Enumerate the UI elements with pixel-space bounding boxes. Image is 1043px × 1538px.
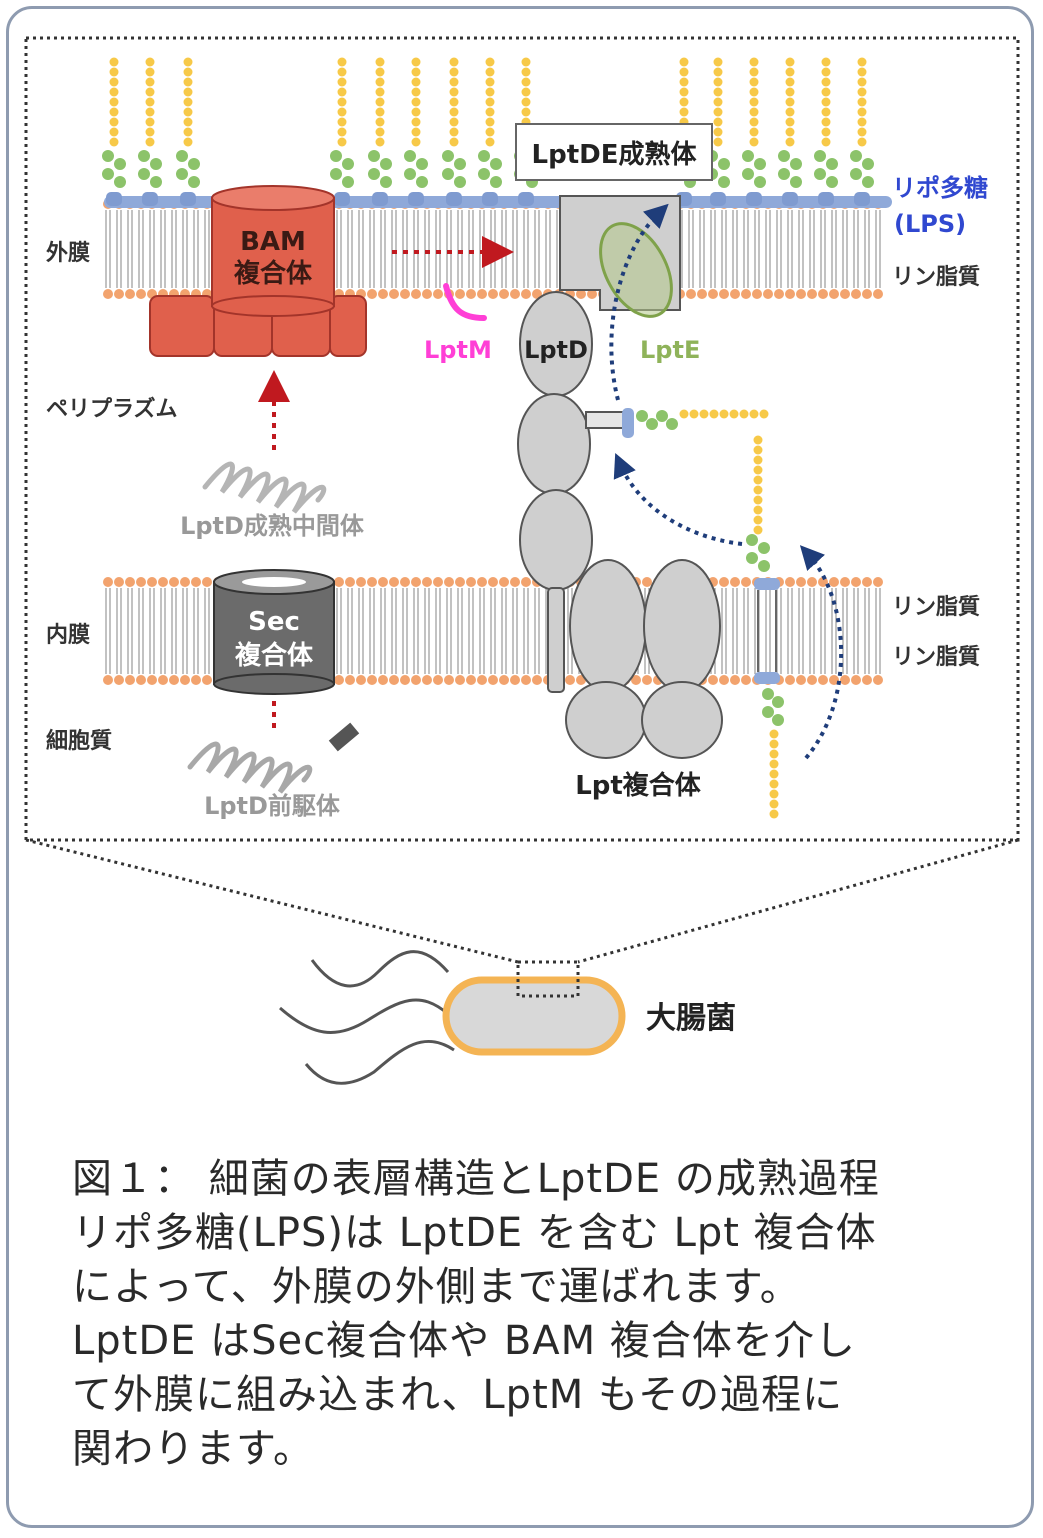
lpt-complex-label: Lpt複合体 (575, 770, 702, 801)
sec-label-line2: 複合体 (235, 640, 314, 671)
lptde-mature-label: LptDE成熟体 (532, 139, 698, 170)
cytoplasm-label: 細胞質 (46, 728, 112, 754)
bam-label-line2: 複合体 (234, 258, 313, 289)
lptd-intermediate-label: LptD成熟中間体 (180, 512, 365, 540)
caption-line-1: 図１： 細菌の表層構造とLptDE の成熟過程 (72, 1156, 880, 1202)
lptd-intermediate-squiggle (202, 461, 327, 514)
lptm-label: LptM (424, 336, 492, 364)
lpt-complex (517, 195, 723, 759)
ecoli-label: 大腸菌 (646, 1001, 736, 1036)
figure-frame (6, 6, 1034, 1528)
lps-abbr-label: (LPS) (894, 210, 966, 238)
lptd-precursor-squiggle (187, 741, 313, 794)
inner-membrane-label: 内膜 (46, 623, 90, 648)
lps-label: リポ多糖 (892, 174, 988, 202)
lptd-label: LptD (524, 336, 588, 364)
bacterial-envelope-diagram: BAM 複合体 Sec 複合体 (24, 36, 1020, 1085)
caption-line-6: 関わります。 (72, 1426, 314, 1472)
inner-phospholipid-label-2: リン脂質 (892, 644, 980, 670)
lps-transport-arrow-bridge (613, 452, 743, 546)
inner-phospholipid-label-1: リン脂質 (892, 594, 980, 620)
sec-complex: Sec 複合体 (213, 569, 335, 695)
sec-label-line1: Sec (248, 607, 300, 637)
flagellum-1 (310, 950, 450, 988)
periplasm-label: ペリプラズム (46, 396, 178, 422)
caption-line-5: て外膜に組み込まれ、LptM もその過程に (72, 1372, 844, 1418)
lptm-shape (443, 283, 487, 321)
flagellum-2 (279, 998, 449, 1034)
ecoli-zoom-region (516, 960, 580, 998)
zoom-line-right (577, 838, 1019, 964)
bam-complex: BAM 複合体 (149, 185, 367, 357)
flagellum-3 (304, 1039, 455, 1085)
ecoli-cell: 大腸菌 (279, 950, 736, 1085)
bam-label-line1: BAM (240, 227, 306, 257)
lptd-precursor-signal (328, 722, 360, 752)
outer-phospholipid-label: リン脂質 (892, 264, 980, 290)
lps-in-transit (622, 408, 769, 438)
caption-line-3: によって、外膜の外側まで運ばれます。 (72, 1264, 801, 1310)
zoom-line-left (25, 838, 519, 964)
figure-caption: 図１： 細菌の表層構造とLptDE の成熟過程 リポ多糖(LPS)は LptDE… (72, 1152, 972, 1476)
lps-transport-arrow-inner (799, 545, 844, 760)
caption-line-2: リポ多糖(LPS)は LptDE を含む Lpt 複合体 (72, 1210, 877, 1256)
lptde-mature-box (515, 123, 713, 181)
caption-line-4: LptDE はSec複合体や BAM 複合体を介し (72, 1318, 856, 1364)
lpte-label: LptE (640, 336, 700, 364)
zoom-box (24, 36, 1020, 842)
lps-molecules (102, 57, 874, 819)
ecoli-body (442, 976, 626, 1056)
lptd-precursor-label: LptD前駆体 (204, 792, 341, 820)
outer-membrane-label: 外膜 (46, 240, 90, 266)
